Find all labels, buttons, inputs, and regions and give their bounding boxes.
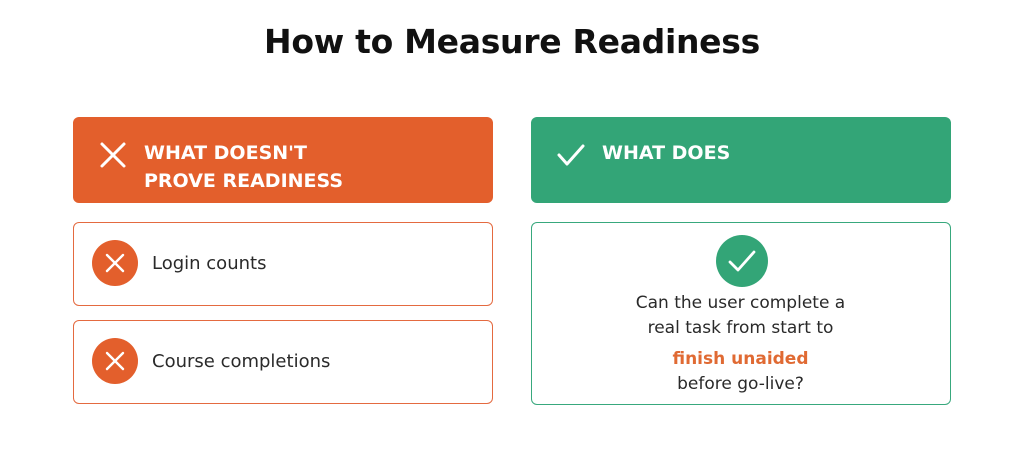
page-title: How to Measure Readiness — [264, 22, 760, 61]
question-line-1: Can the user complete a — [635, 293, 846, 313]
list-item-course-completions: Course completions — [73, 320, 493, 404]
list-item-login-counts: Login counts — [73, 222, 493, 306]
header-line-2: PROVE READINESS — [144, 170, 344, 192]
question-line-4: before go-live? — [677, 374, 804, 394]
x-circle-icon — [92, 240, 138, 286]
x-icon — [100, 142, 126, 168]
question-highlight: finish unaided — [672, 349, 809, 369]
x-circle-icon — [92, 338, 138, 384]
check-icon — [557, 144, 585, 166]
header-line-1: WHAT DOESN'T — [144, 142, 307, 164]
check-circle-icon — [716, 235, 768, 287]
header-doesnt-prove-label: WHAT DOESN'T PROVE READINESS — [144, 139, 343, 195]
question-line-2: real task from start to — [647, 318, 834, 338]
header-doesnt-prove: WHAT DOESN'T PROVE READINESS — [73, 117, 493, 203]
readiness-question-card: Can the user complete a real task from s… — [531, 222, 951, 405]
list-item-label: Course completions — [152, 351, 331, 372]
list-item-label: Login counts — [152, 253, 267, 274]
header-does: WHAT DOES — [531, 117, 951, 203]
header-does-label: WHAT DOES — [602, 142, 731, 164]
